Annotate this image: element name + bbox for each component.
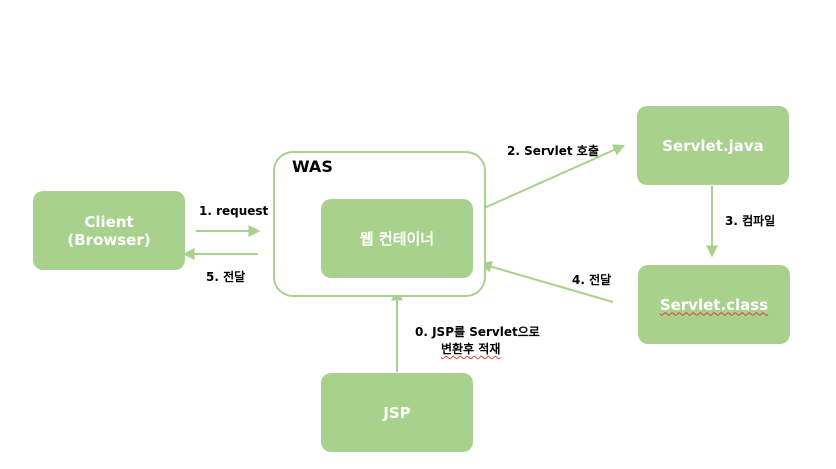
jsp-convert-label-line1: 0. JSP를 Servlet으로 [415,325,540,339]
compile-label: 3. 컴파일 [725,214,776,228]
jsp-label: JSP [383,403,411,422]
web-container-box: 웹 컨테이너 [321,199,473,278]
web-container-label: 웹 컨테이너 [359,229,435,248]
request-label: 1. request [199,204,269,218]
client-label-line1: Client [84,212,134,231]
jsp-convert-label-line2: 변환후 적재 [441,342,500,357]
servlet-class-box: Servlet.class [638,265,790,344]
arrow-forward [479,260,614,303]
arrow-servlet-call [481,144,626,210]
client-box: Client (Browser) [33,191,185,270]
forward-label: 4. 전달 [572,273,612,287]
forward-back-label: 5. 전달 [206,270,246,284]
servlet-class-label: Servlet.class [659,295,769,314]
servlet-java-box: Servlet.java [637,106,789,185]
jsp-convert-label-text: 변환후 적재 [441,342,501,356]
client-label-line2: (Browser) [67,230,151,249]
servlet-call-label: 2. Servlet 호출 [507,144,599,158]
jsp-box: JSP [321,373,473,452]
servlet-java-label: Servlet.java [662,136,764,155]
was-label: WAS [292,157,333,176]
